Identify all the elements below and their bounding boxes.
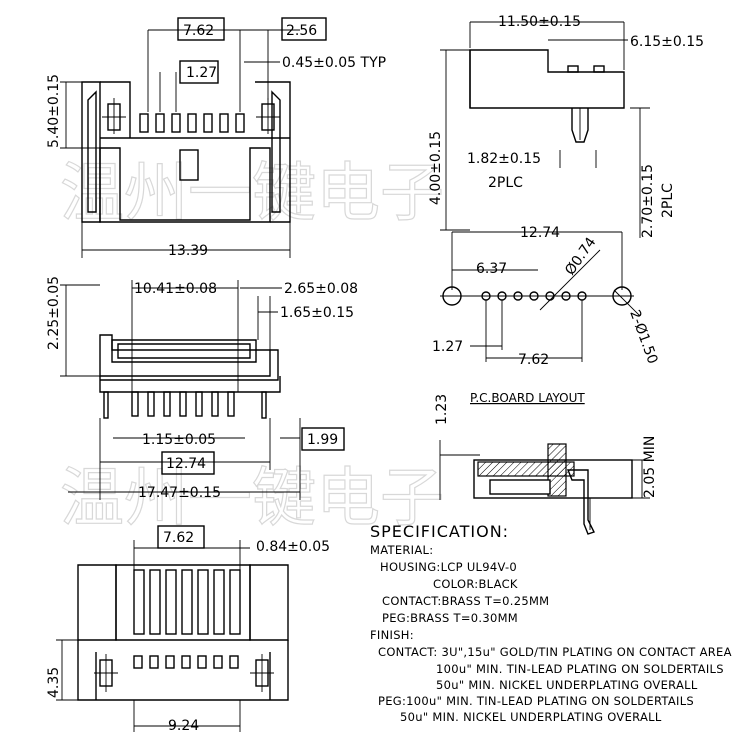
bottom-dim-4-35: 4.35 xyxy=(46,667,62,698)
front-dim-1-99: 1.99 xyxy=(307,432,338,448)
spec-line: 50u" MIN. NICKEL UNDERPLATING OVERALL xyxy=(400,710,662,724)
front-dim-1-65: 1.65±0.15 xyxy=(280,305,354,321)
top-dim-2-56: 2.56 xyxy=(286,23,317,39)
pcb-dim-6-37: 6.37 xyxy=(476,261,507,277)
section-dim-2-05: 2.05 MIN xyxy=(642,436,658,498)
side-view: 11.50±0.15 6.15±0.15 4.00±0.15 1.82±0.15… xyxy=(428,14,704,238)
front-dim-17-47: 17.47±0.15 xyxy=(138,485,221,501)
section-view: 1.23 2.05 MIN xyxy=(434,394,658,535)
spec-line: CONTACT: 3U",15u" GOLD/TIN PLATING ON CO… xyxy=(378,645,732,659)
side-note-2plc-a: 2PLC xyxy=(488,175,523,191)
top-view: 7.62 2.56 1.27 0.45±0.05 TYP 5.40±0.15 1… xyxy=(46,17,386,259)
top-dim-7-62: 7.62 xyxy=(183,23,214,39)
bottom-dim-7-62: 7.62 xyxy=(163,530,194,546)
side-dim-4-00: 4.00±0.15 xyxy=(428,131,444,205)
side-note-2plc-b: 2PLC xyxy=(660,183,676,218)
specification-block: SPECIFICATION: MATERIAL: HOUSING:LCP UL9… xyxy=(370,522,732,724)
side-dim-2-70: 2.70±0.15 xyxy=(640,164,656,238)
spec-line: CONTACT:BRASS T=0.25MM xyxy=(382,594,549,608)
side-dim-11-50: 11.50±0.15 xyxy=(498,14,581,30)
pcb-layout: 12.74 6.37 Ø0.74 2-Ø1.50 1.27 7.62 P.C.B… xyxy=(432,225,660,405)
top-dim-0-45: 0.45±0.05 TYP xyxy=(282,55,386,71)
front-dim-12-74: 12.74 xyxy=(166,456,206,472)
spec-heading: SPECIFICATION: xyxy=(370,522,509,541)
pcb-dim-dia-150: 2-Ø1.50 xyxy=(626,308,660,366)
pcb-title: P.C.BOARD LAYOUT xyxy=(470,391,585,405)
front-dim-2-65: 2.65±0.08 xyxy=(284,281,358,297)
bottom-view: 7.62 0.84±0.05 4.35 9.24 xyxy=(46,525,330,734)
watermark-top: 温州一键电子 xyxy=(60,157,444,231)
top-dim-13-39: 13.39 xyxy=(168,243,208,259)
front-dim-10-41: 10.41±0.08 xyxy=(134,281,217,297)
front-view: 2.25±0.05 10.41±0.08 2.65±0.08 1.65±0.15… xyxy=(46,276,358,501)
spec-line: HOUSING:LCP UL94V-0 xyxy=(380,560,517,574)
front-dim-1-15: 1.15±0.05 xyxy=(142,432,216,448)
spec-line: PEG:BRASS T=0.30MM xyxy=(382,611,518,625)
spec-line: PEG:100u" MIN. TIN-LEAD PLATING ON SOLDE… xyxy=(378,694,694,708)
top-dim-1-27: 1.27 xyxy=(186,65,217,81)
spec-line: MATERIAL: xyxy=(370,543,433,557)
top-dim-5-40: 5.40±0.15 xyxy=(46,74,62,148)
side-dim-6-15: 6.15±0.15 xyxy=(630,34,704,50)
pcb-dim-7-62: 7.62 xyxy=(518,352,549,368)
section-dim-1-23: 1.23 xyxy=(434,394,450,425)
front-dim-2-25: 2.25±0.05 xyxy=(46,276,62,350)
watermark-bottom: 温州一键电子 xyxy=(60,462,444,536)
bottom-dim-0-84: 0.84±0.05 xyxy=(256,539,330,555)
spec-line: COLOR:BLACK xyxy=(433,577,518,591)
bottom-dim-9-24: 9.24 xyxy=(168,718,199,734)
spec-line: 50u" MIN. NICKEL UNDERPLATING OVERALL xyxy=(436,678,698,692)
side-dim-1-82: 1.82±0.15 xyxy=(467,151,541,167)
pcb-dim-12-74: 12.74 xyxy=(520,225,560,241)
spec-line: FINISH: xyxy=(370,628,414,642)
spec-line: 100u" MIN. TIN-LEAD PLATING ON SOLDERTAI… xyxy=(436,662,724,676)
pcb-dim-1-27: 1.27 xyxy=(432,339,463,355)
